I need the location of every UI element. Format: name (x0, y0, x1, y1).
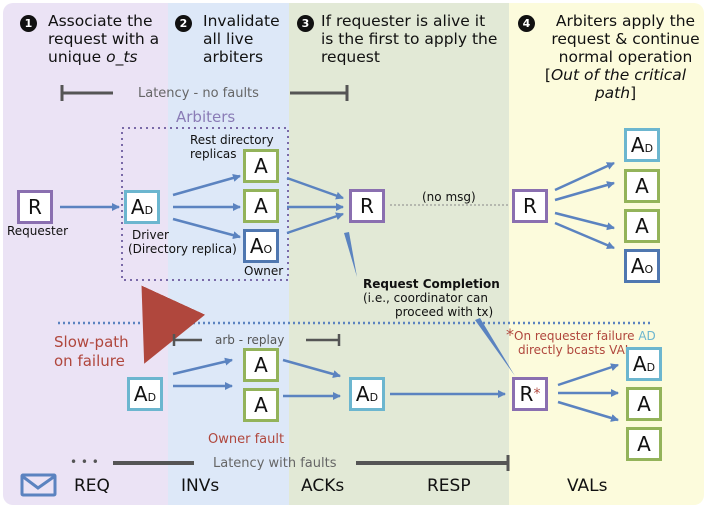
slow-val-replica-node-2: A (626, 427, 662, 461)
driver-node: AD (124, 190, 160, 224)
dots-label: • • • (70, 455, 99, 469)
arb-replay-label: arb - replay (215, 333, 285, 347)
slow-val-driver-node: AD (626, 347, 662, 381)
completion-pointer (344, 232, 357, 277)
latency-no-faults-bar (60, 85, 349, 101)
phase-acks: ACKs (301, 476, 345, 496)
step-2-badge: 2 (175, 15, 192, 32)
owner-label: Owner (244, 264, 284, 278)
replica-node-2: A (243, 189, 279, 223)
failure-pointer (475, 318, 515, 376)
val-driver-node: AD (624, 128, 660, 162)
replica-node-1: A (243, 149, 279, 183)
phase-resp: RESP (427, 476, 471, 496)
slow-ack-driver-node: AD (349, 377, 385, 411)
step-2-text: Invalidate all live arbiters (203, 12, 280, 66)
val-replica-node-2: A (624, 209, 660, 243)
owner-node: AO (243, 229, 279, 263)
slow-val-replica-node-1: A (626, 387, 662, 421)
requester-val-node: R (512, 189, 548, 223)
slow-requester-node: R* (512, 377, 548, 411)
step-3-text: If requester is alive it is the first to… (321, 12, 498, 66)
slow-replica-node-2: A (243, 388, 279, 422)
step-1-text: Associate the request with a unique o_ts (48, 12, 160, 66)
completion-label-2: (i.e., coordinator can (363, 291, 488, 305)
slow-path-arrow (141, 285, 206, 364)
requester-apply-node: R (349, 189, 385, 223)
latency-no-faults-label: Latency - no faults (138, 86, 259, 101)
requester-label: Requester (7, 224, 69, 238)
slow-driver-node: AD (127, 377, 163, 411)
step-1-badge: 1 (20, 15, 37, 32)
phase-invs: INVs (181, 476, 220, 496)
driver-label-2: (Directory replica) (128, 242, 237, 256)
step-4-text: Arbiters apply the request & continue no… (544, 12, 700, 102)
step-3-badge: 3 (297, 15, 314, 32)
phase-vals: VALs (567, 476, 608, 496)
val-owner-node: AO (624, 249, 660, 283)
step-4-badge: 4 (518, 15, 535, 32)
phase-bg-acks-resp (289, 3, 509, 505)
slow-replica-node-1: A (243, 348, 279, 382)
completion-label-3: proceed with tx) (395, 305, 494, 319)
phase-bg-req (3, 3, 168, 505)
fast-path-arrows (60, 161, 619, 422)
phase-bg-vals (509, 3, 704, 505)
driver-label-1: Driver (132, 228, 169, 242)
envelope-icon (20, 473, 57, 497)
failure-note: *On requester failure AD (506, 325, 656, 344)
arb-replay-bar (172, 334, 341, 346)
no-msg-label: (no msg) (422, 190, 476, 204)
val-replica-node-1: A (624, 169, 660, 203)
latency-faults-label: Latency with faults (213, 456, 337, 471)
arbiters-label: Arbiters (176, 108, 236, 126)
owner-fault-label: Owner fault (208, 432, 285, 447)
latency-faults-bar (113, 455, 510, 471)
completion-label-1: Request Completion (363, 277, 500, 291)
arbiters-group-box (121, 127, 289, 281)
failure-note-2: directly bcasts VALs (518, 343, 638, 357)
phase-req: REQ (74, 476, 110, 496)
requester-node: R (17, 190, 53, 224)
